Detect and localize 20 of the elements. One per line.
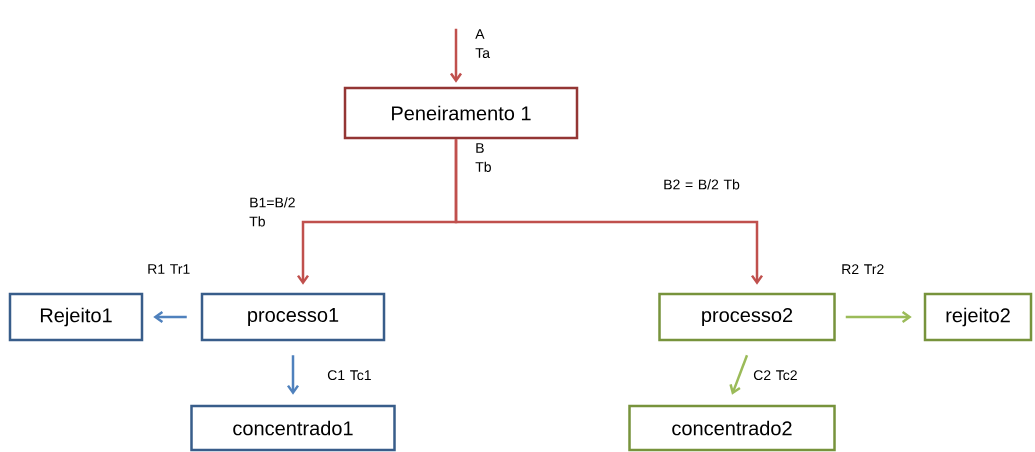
edge-label: A Ta	[475, 29, 490, 58]
process-box: Peneiramento 1	[343, 86, 579, 140]
process-box: processo1	[200, 292, 386, 342]
process-box: rejeito2	[923, 292, 1033, 342]
edge-label: B1=B/2 Tb	[249, 197, 295, 227]
edge-label: B2 = B/2 Tb	[664, 179, 740, 190]
arrow	[450, 28, 463, 83]
arrow	[845, 311, 912, 323]
edge-label: C2 Tc2	[753, 370, 797, 381]
edge-label: R2 Tr2	[842, 264, 884, 274]
arrow	[287, 355, 299, 395]
edge-label: R1 Tr1	[148, 264, 190, 274]
process-box: processo2	[658, 292, 836, 342]
process-box: concentrado1	[190, 404, 396, 452]
arrow	[729, 354, 749, 395]
process-box: Rejeito1	[8, 292, 144, 342]
edge-label: C1 Tc1	[327, 370, 371, 381]
process-box: concentrado2	[628, 404, 836, 452]
arrow	[153, 311, 187, 323]
arrow	[454, 139, 764, 285]
